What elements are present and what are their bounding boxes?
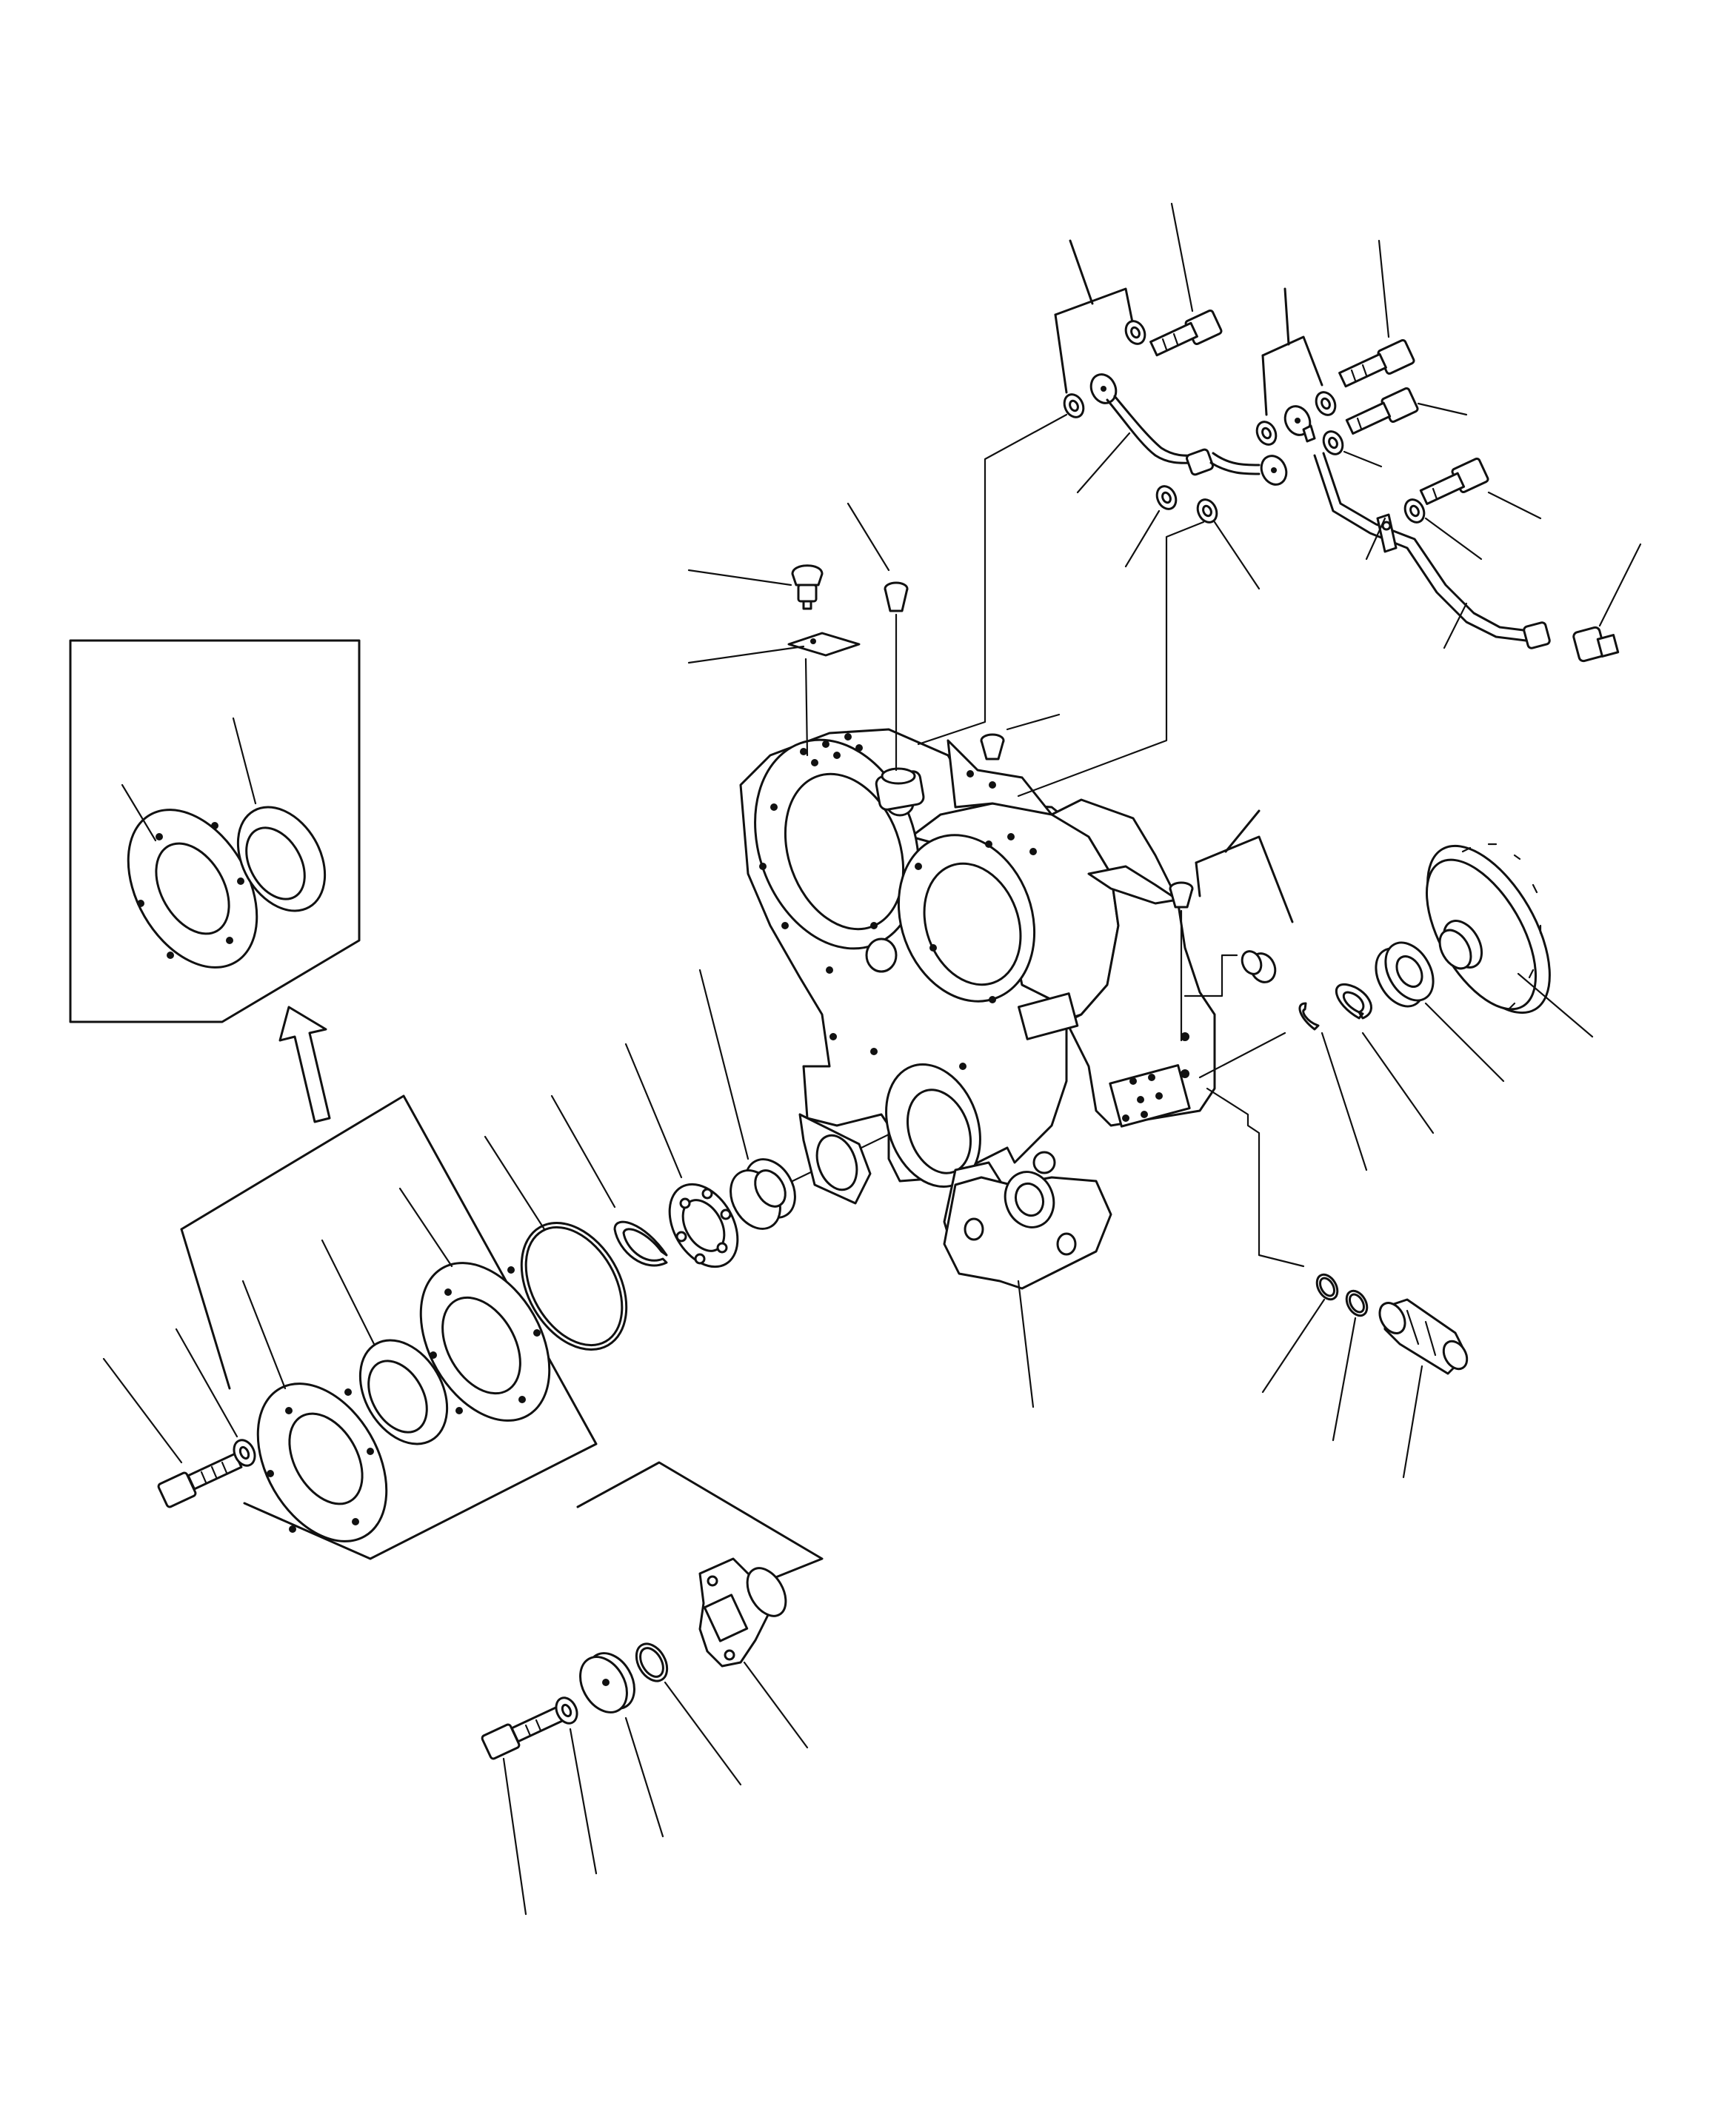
bolt-top-2 (1338, 338, 1415, 388)
bearing-left (668, 1183, 739, 1268)
transmission-case (739, 728, 1216, 1290)
washer-top-6 (1315, 391, 1337, 416)
elbow-fitting (1572, 626, 1620, 663)
bolt-top-4 (1419, 457, 1489, 505)
breather-plug (791, 564, 824, 610)
washer-top-2 (1063, 393, 1085, 418)
washer-top-1 (1124, 320, 1146, 345)
washer-top-8 (1403, 498, 1426, 524)
right-axis-line (1198, 1032, 1286, 1079)
oil-pipe-1 (1089, 373, 1288, 486)
gear-right (1425, 843, 1551, 1014)
plug-case-top (980, 733, 1005, 760)
o-ring-large (520, 1222, 628, 1351)
oil-pipe-2 (1313, 452, 1551, 649)
washer-lower (555, 1696, 578, 1725)
bushing-left (730, 1158, 796, 1230)
washer-left (233, 1439, 256, 1467)
bolt-lower (481, 1705, 567, 1760)
snap-ring-right-1 (1298, 1002, 1320, 1031)
valve-sleeve (1378, 1298, 1469, 1375)
oil-seal-left (358, 1339, 449, 1445)
inset-detail-box (69, 639, 361, 1023)
pipe-group-bracket-1 (1054, 287, 1135, 327)
bolt-left (157, 1452, 243, 1508)
washer-top-7 (1322, 430, 1344, 455)
plug-right-2 (1241, 950, 1277, 983)
inset-oil-seal (236, 806, 327, 912)
bearing-right (1375, 941, 1435, 1008)
washer-top-5 (1255, 421, 1278, 446)
gasket-cover-left (419, 1262, 551, 1422)
right-group-bracket (1195, 835, 1294, 923)
flange-plate-lower (579, 1652, 635, 1714)
coupling-flange (698, 1557, 787, 1668)
snap-ring-right-2 (1335, 983, 1372, 1020)
bolt-top-1 (1149, 309, 1223, 357)
o-ring-small-lower (635, 1642, 669, 1682)
lower-group-bracket (576, 1461, 824, 1582)
bolt-top-3 (1345, 387, 1419, 435)
arrow-up-icon (278, 1006, 331, 1123)
left-retainer-group-bracket (180, 1094, 598, 1560)
plug-top-center (884, 581, 909, 612)
o-ring-right-1 (1315, 1273, 1339, 1301)
washer-top-3 (1155, 485, 1178, 510)
snap-ring-left (613, 1220, 668, 1267)
retainer-plate-left (256, 1383, 388, 1542)
inset-retainer-plate (127, 809, 258, 969)
case-leader (1017, 1280, 1035, 1408)
cover-plate-small (787, 632, 861, 657)
plug-right-1 (1169, 881, 1194, 909)
o-ring-right-2 (1345, 1289, 1369, 1317)
washer-top-4 (1196, 498, 1218, 524)
pipe-group-bracket-2 (1261, 335, 1323, 387)
pipe-clamp (1283, 405, 1316, 443)
